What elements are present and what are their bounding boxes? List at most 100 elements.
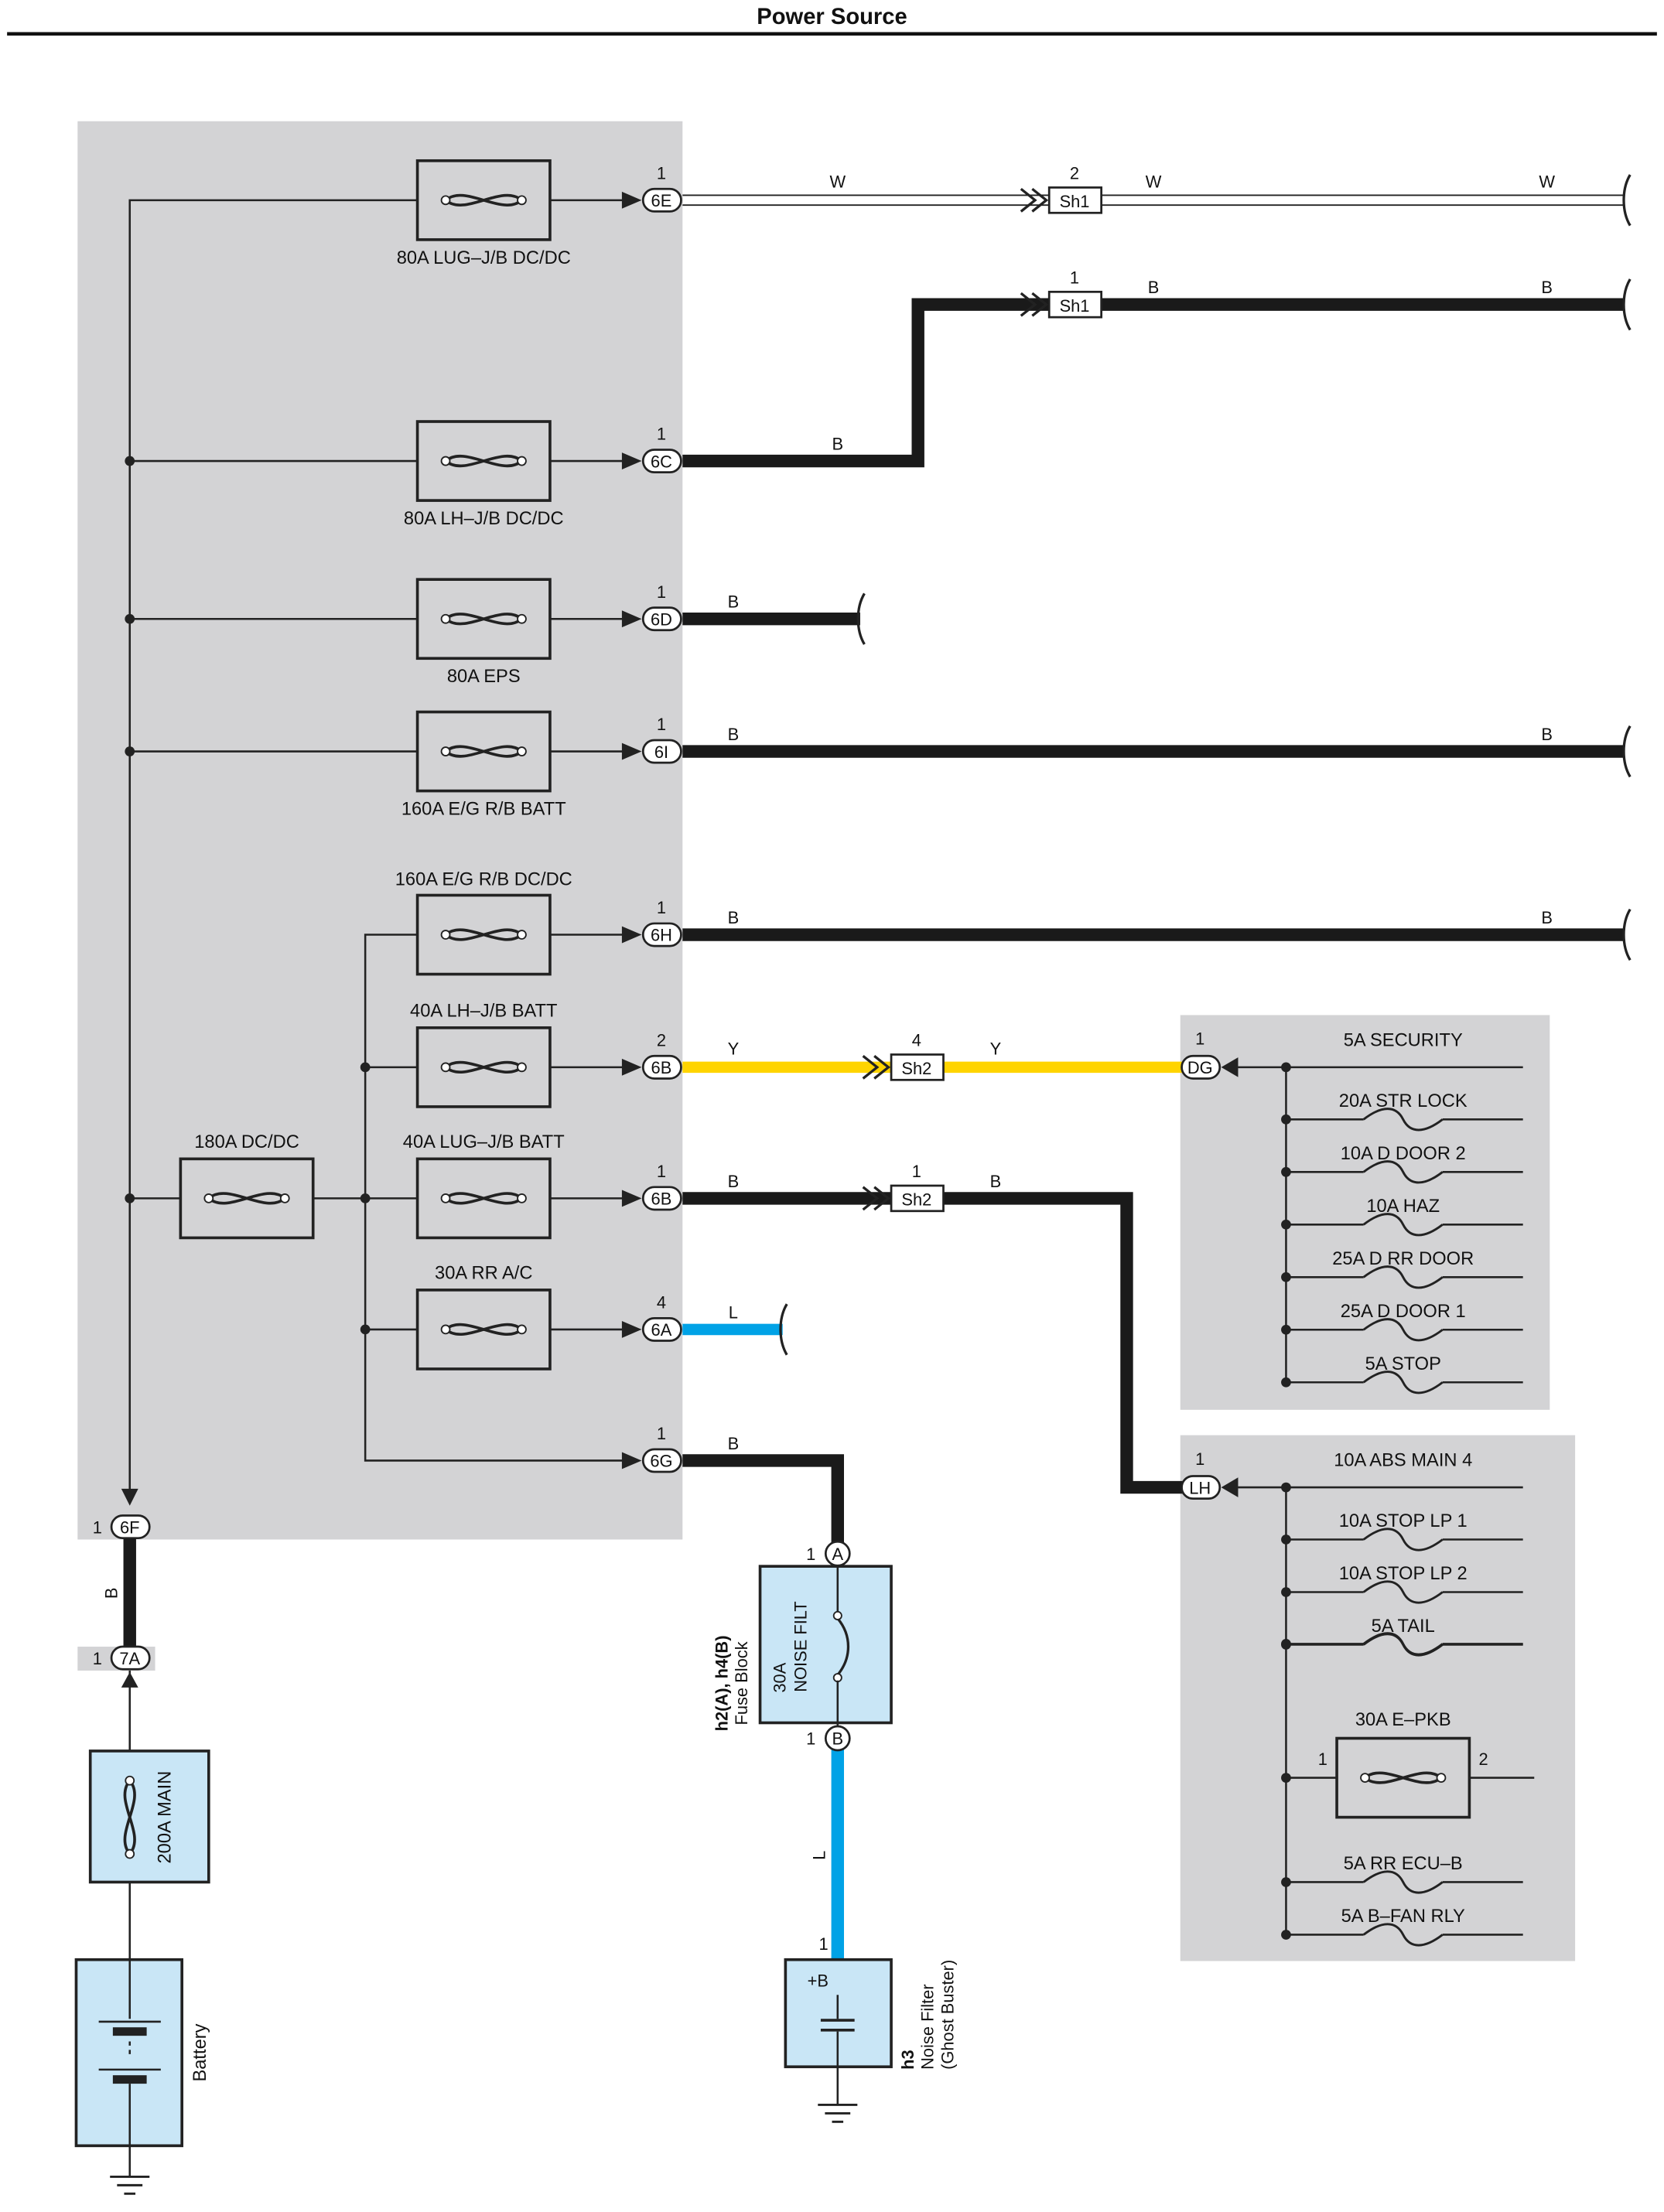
fuse-label: 30A RR A/C xyxy=(435,1263,532,1283)
splice-pin: 2 xyxy=(1070,163,1079,183)
connector-code: 6G xyxy=(650,1452,672,1471)
noise-filter-pin: 1 xyxy=(818,1934,828,1954)
small-fuse-label: 5A RR ECU–B xyxy=(1344,1854,1463,1874)
connector-lh: LH 1 xyxy=(1181,1449,1222,1500)
svg-text:B: B xyxy=(990,1172,1002,1191)
noise-filter-subname: (Ghost Buster) xyxy=(938,1960,957,2070)
connector-code: 6C xyxy=(651,452,672,471)
connector-6b-2: 6B 2 xyxy=(641,1031,682,1080)
small-fuse-label: 10A D DOOR 2 xyxy=(1341,1144,1466,1164)
svg-text:W: W xyxy=(1146,172,1162,191)
fuse-80a-eps: 80A EPS xyxy=(415,578,552,687)
svg-text:B: B xyxy=(101,1587,121,1599)
splice-code: Sh2 xyxy=(901,1190,931,1210)
small-fuse-row: 10A STOP LP 1 xyxy=(1281,1511,1523,1551)
splice-sh1-2: Sh1 2 xyxy=(1020,163,1103,214)
small-fuse-label: 10A ABS MAIN 4 xyxy=(1334,1451,1472,1471)
svg-text:L: L xyxy=(809,1851,829,1860)
fuse-label: 80A LUG–J/B DC/DC xyxy=(397,248,571,268)
connector-pin: 1 xyxy=(657,715,666,734)
lh-block: 10A ABS MAIN 4 10A STOP LP 1 10A STOP LP 2… xyxy=(1221,1451,1535,1947)
small-fuse-row: 5A RR ECU–B xyxy=(1281,1854,1523,1894)
pin-left: 1 xyxy=(1318,1749,1327,1769)
connector-code: 6D xyxy=(651,609,672,629)
fuse-80a-lug-jb-dcdc: 80A LUG–J/B DC/DC xyxy=(397,159,571,268)
splice-pin: 4 xyxy=(912,1031,921,1050)
connector-a: A 1 xyxy=(806,1540,851,1567)
fuse-label: 180A DC/DC xyxy=(194,1132,299,1152)
connector-code: 6E xyxy=(651,191,672,210)
battery-label: Battery xyxy=(190,2023,210,2081)
connector-pin: 1 xyxy=(657,163,666,183)
connector-pin: 1 xyxy=(657,582,666,602)
connector-pin: 1 xyxy=(93,1649,102,1668)
svg-text:B: B xyxy=(728,725,740,744)
small-fuse-row: 10A STOP LP 2 xyxy=(1281,1564,1523,1604)
small-fuse-label: 5A STOP xyxy=(1365,1354,1441,1374)
svg-text:B: B xyxy=(1541,278,1553,297)
connector-6f: 6F 1 xyxy=(93,1514,151,1540)
fuse-30a-rr-ac: 30A RR A/C xyxy=(415,1263,552,1371)
connector-6b-1: 6B 1 xyxy=(641,1162,682,1211)
svg-text:B: B xyxy=(728,592,740,612)
small-fuse-label: 10A STOP LP 1 xyxy=(1339,1511,1468,1531)
fuse-160a-eg-rb-dcdc: 160A E/G R/B DC/DC xyxy=(395,870,572,976)
small-fuse-row: 5A B–FAN RLY xyxy=(1281,1906,1523,1947)
fuse-80a-lh-jb-dcdc: 80A LH–J/B DC/DC xyxy=(404,420,564,529)
svg-text:B: B xyxy=(1148,278,1160,297)
svg-text:W: W xyxy=(829,172,846,191)
svg-text:B: B xyxy=(728,1172,740,1191)
svg-text:B: B xyxy=(728,908,740,927)
dg-block-panel xyxy=(1180,1015,1550,1410)
splice-sh2-4: Sh2 4 xyxy=(862,1031,945,1081)
fuse-label: 40A LUG–J/B BATT xyxy=(403,1132,565,1152)
wire-color-labels: W W W B B B B B B B B Y Y B B L B B L xyxy=(101,172,1555,1859)
small-fuse-row: 25A D DOOR 1 xyxy=(1281,1302,1523,1342)
splice-code: Sh1 xyxy=(1060,192,1090,211)
main-fuse-label: 200A MAIN xyxy=(155,1771,176,1864)
fuse-160a-eg-rb-batt: 160A E/G R/B BATT xyxy=(401,710,566,820)
small-fuse-label: 25A D RR DOOR xyxy=(1332,1249,1474,1269)
battery: Battery xyxy=(74,1958,210,2195)
connector-pin: 2 xyxy=(657,1031,666,1050)
fuse-block-name: Fuse Block xyxy=(732,1641,751,1725)
connector-code: 6A xyxy=(651,1320,672,1340)
small-fuse-label: 5A SECURITY xyxy=(1344,1031,1463,1051)
page-title: Power Source xyxy=(757,5,907,29)
connector-code: A xyxy=(832,1545,843,1564)
svg-text:Y: Y xyxy=(990,1039,1002,1058)
arrowheads xyxy=(121,191,642,1506)
svg-text:B: B xyxy=(728,1434,740,1453)
connector-6c: 6C 1 xyxy=(641,425,682,474)
svg-text:B: B xyxy=(1541,725,1553,744)
connector-pin: 1 xyxy=(1195,1449,1204,1469)
fuse-block: 30A NOISE FILT h2(A), h4(B) Fuse Block xyxy=(712,1565,893,1731)
connector-6a: 6A 4 xyxy=(641,1293,682,1342)
connector-pin: 1 xyxy=(806,1729,815,1749)
connector-6d: 6D 1 xyxy=(641,582,682,632)
connector-code: 6B xyxy=(651,1190,672,1209)
connector-6h: 6H 1 xyxy=(641,898,682,947)
splice-sh2-1: Sh2 1 xyxy=(862,1162,945,1213)
connector-code: DG xyxy=(1187,1058,1213,1077)
small-fuse-label: 10A HAZ xyxy=(1366,1196,1440,1217)
junction-dots xyxy=(125,456,371,1335)
small-fuse-row: 25A D RR DOOR xyxy=(1281,1249,1523,1289)
splice-sh1-1: Sh1 1 xyxy=(1020,268,1103,319)
fuse-180a-dcdc: 180A DC/DC xyxy=(179,1132,315,1240)
noise-filter: 1 +B h3 Noise Filter (Ghost Buster) xyxy=(784,1934,957,2123)
fuse-label: 80A EPS xyxy=(447,667,521,687)
noise-filter-terminal: +B xyxy=(808,1971,829,1990)
connector-pin: 4 xyxy=(657,1293,666,1313)
svg-text:B: B xyxy=(832,434,843,453)
connector-b: B 1 xyxy=(806,1725,851,1752)
main-fuse-wiring xyxy=(121,1671,138,1751)
connector-code: 6H xyxy=(651,926,672,945)
fuse-40a-lh-jb-batt: 40A LH–J/B BATT xyxy=(410,1001,557,1108)
connector-pin: 1 xyxy=(657,425,666,444)
connector-pin: 1 xyxy=(657,1424,666,1443)
connector-pin: 1 xyxy=(93,1517,102,1537)
pin-right: 2 xyxy=(1479,1749,1488,1769)
svg-text:L: L xyxy=(729,1302,738,1322)
